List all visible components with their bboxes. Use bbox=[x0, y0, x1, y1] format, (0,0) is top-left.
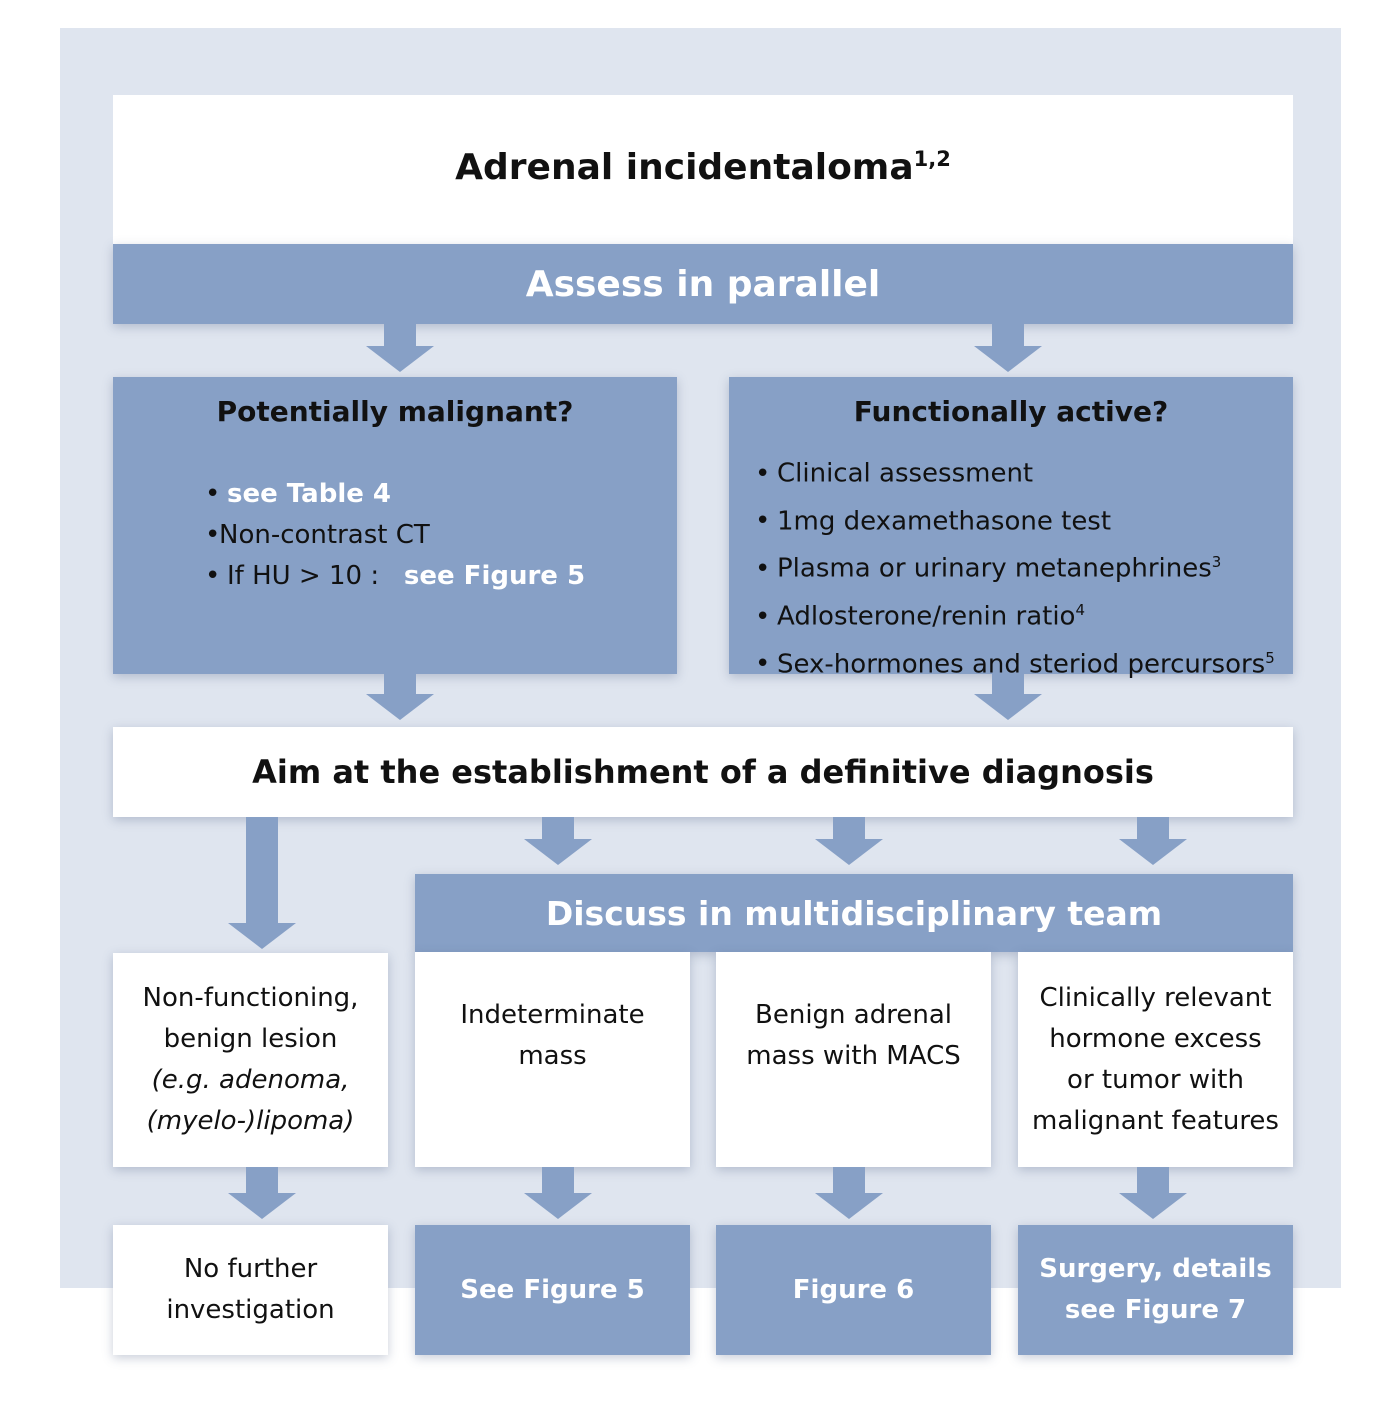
see-figure-5-link[interactable]: see Figure 5 bbox=[403, 561, 586, 591]
functionally-active-box: Functionally active? •Clinical assessmen… bbox=[729, 377, 1293, 679]
diagram-title: Adrenal incidentaloma1,2 bbox=[455, 146, 951, 188]
list-item: •Non-contrast CT bbox=[205, 520, 430, 550]
see-figure-5-box[interactable]: See Figure 5 bbox=[415, 1225, 690, 1355]
arrow-to-see-figure-5 bbox=[524, 1167, 592, 1219]
list-item: •Adlosterone/renin ratio4 bbox=[755, 600, 1086, 632]
arrow-to-mdt-1 bbox=[524, 817, 592, 865]
functional-bullet-list: •Clinical assessment •1mg dexamethasone … bbox=[755, 447, 1275, 685]
nonfunctioning-benign-box: Non-functioning, benign lesion (e.g. ade… bbox=[113, 953, 388, 1167]
functionally-active-heading: Functionally active? bbox=[853, 395, 1169, 428]
list-item: •Clinical assessment bbox=[755, 458, 1034, 489]
assess-in-parallel-bar: Assess in parallel bbox=[113, 244, 1293, 324]
list-item: •see Table 4 bbox=[205, 479, 392, 509]
arrow-functional-to-diagnosis bbox=[974, 674, 1042, 720]
arrow-to-malignant bbox=[366, 324, 434, 372]
indeterminate-mass-box: Indeterminate mass bbox=[415, 952, 690, 1167]
definitive-diagnosis-box: Aim at the establishment of a definitive… bbox=[113, 727, 1293, 817]
definitive-diagnosis-label: Aim at the establishment of a definitive… bbox=[252, 753, 1154, 791]
clinically-relevant-box: Clinically relevant hormone excess or tu… bbox=[1018, 952, 1293, 1167]
arrow-to-mdt-3 bbox=[1119, 817, 1187, 865]
arrow-malignant-to-diagnosis bbox=[366, 674, 434, 720]
multidisciplinary-team-label: Discuss in multidisciplinary team bbox=[545, 893, 1163, 933]
surgery-see-figure-7-box[interactable]: Surgery, details see Figure 7 bbox=[1018, 1225, 1293, 1355]
figure-6-box[interactable]: Figure 6 bbox=[716, 1225, 991, 1355]
see-figure-5-label: See Figure 5 bbox=[460, 1274, 645, 1305]
title-box: Adrenal incidentaloma1,2 bbox=[113, 95, 1293, 245]
potentially-malignant-box: Potentially malignant? •see Table 4 •Non… bbox=[113, 377, 677, 674]
arrow-to-surgery bbox=[1119, 1167, 1187, 1219]
multidisciplinary-team-bar: Discuss in multidisciplinary team bbox=[415, 874, 1293, 952]
arrow-to-figure-6 bbox=[815, 1167, 883, 1219]
arrow-to-functional bbox=[974, 324, 1042, 372]
arrow-to-nonfunctioning bbox=[228, 817, 296, 949]
see-table-4-link[interactable]: see Table 4 bbox=[227, 479, 392, 509]
potentially-malignant-heading: Potentially malignant? bbox=[216, 395, 574, 428]
assess-in-parallel-label: Assess in parallel bbox=[525, 263, 881, 305]
list-item: •If HU > 10 : see Figure 5 bbox=[205, 561, 586, 591]
list-item: •Plasma or urinary metanephrines3 bbox=[755, 553, 1222, 584]
no-further-investigation-box: No further investigation bbox=[113, 1225, 388, 1355]
malignant-bullet-list: •see Table 4 •Non-contrast CT •If HU > 1… bbox=[205, 474, 585, 597]
arrow-to-no-further bbox=[228, 1167, 296, 1219]
list-item: •1mg dexamethasone test bbox=[755, 506, 1112, 537]
arrow-to-mdt-2 bbox=[815, 817, 883, 865]
figure-6-label: Figure 6 bbox=[792, 1274, 915, 1305]
benign-macs-box: Benign adrenal mass with MACS bbox=[716, 952, 991, 1167]
